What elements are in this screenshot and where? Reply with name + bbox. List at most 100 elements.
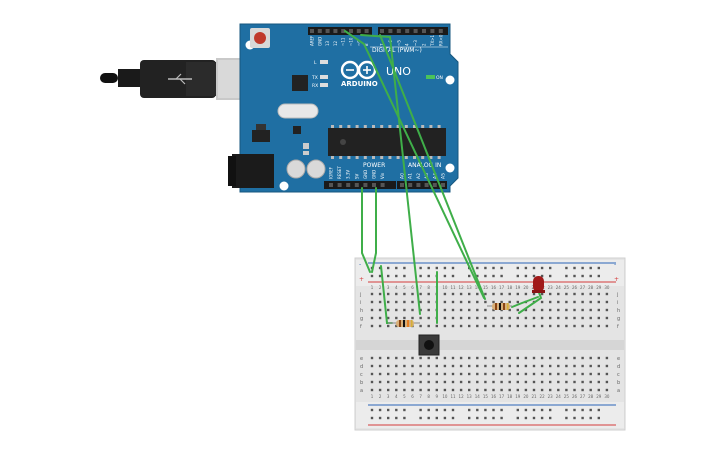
breadboard-hole[interactable]: [492, 316, 495, 320]
breadboard-hole[interactable]: [443, 364, 447, 368]
breadboard-hole[interactable]: [549, 316, 552, 320]
breadboard-hole[interactable]: [427, 324, 430, 328]
breadboard-hole[interactable]: [589, 300, 592, 304]
breadboard-hole[interactable]: [427, 292, 430, 296]
breadboard-hole[interactable]: [411, 300, 414, 304]
rail-hole[interactable]: [427, 408, 430, 412]
breadboard-hole[interactable]: [459, 356, 463, 360]
rail-hole[interactable]: [589, 416, 592, 420]
rail-hole[interactable]: [419, 416, 422, 420]
breadboard-hole[interactable]: [492, 292, 495, 296]
breadboard-hole[interactable]: [573, 316, 576, 320]
breadboard-hole[interactable]: [500, 388, 503, 392]
breadboard-hole[interactable]: [419, 316, 422, 320]
breadboard-hole[interactable]: [476, 300, 479, 304]
breadboard-hole[interactable]: [427, 300, 430, 304]
breadboard-hole[interactable]: [476, 380, 479, 384]
breadboard-hole[interactable]: [451, 324, 455, 328]
breadboard-hole[interactable]: [500, 372, 503, 376]
breadboard-hole[interactable]: [411, 372, 414, 376]
rail-hole[interactable]: [500, 416, 503, 420]
breadboard-hole[interactable]: [459, 364, 463, 368]
breadboard-hole[interactable]: [484, 300, 487, 304]
rail-hole[interactable]: [516, 408, 519, 412]
breadboard-hole[interactable]: [597, 356, 600, 360]
rail-hole[interactable]: [387, 274, 390, 278]
header-pin[interactable]: [356, 29, 361, 33]
breadboard-hole[interactable]: [468, 324, 471, 328]
wire-gnd[interactable]: [371, 187, 377, 273]
breadboard-hole[interactable]: [557, 316, 560, 320]
breadboard-hole[interactable]: [370, 388, 374, 392]
breadboard-hole[interactable]: [419, 292, 422, 296]
rail-hole[interactable]: [435, 266, 438, 270]
header-pin[interactable]: [317, 29, 322, 33]
breadboard-hole[interactable]: [459, 324, 463, 328]
rail-hole[interactable]: [370, 274, 374, 278]
breadboard-hole[interactable]: [427, 364, 430, 368]
rail-hole[interactable]: [589, 266, 592, 270]
breadboard-hole[interactable]: [589, 372, 592, 376]
breadboard-hole[interactable]: [605, 388, 609, 392]
breadboard-hole[interactable]: [395, 372, 398, 376]
resistor-button[interactable]: [388, 320, 420, 327]
header-pin[interactable]: [413, 29, 418, 33]
breadboard-hole[interactable]: [378, 324, 382, 328]
breadboard-hole[interactable]: [370, 372, 374, 376]
header-pin[interactable]: [408, 183, 413, 187]
breadboard-hole[interactable]: [403, 372, 406, 376]
breadboard-hole[interactable]: [605, 380, 609, 384]
breadboard-hole[interactable]: [484, 292, 487, 296]
breadboard-hole[interactable]: [468, 380, 471, 384]
breadboard-hole[interactable]: [387, 324, 390, 328]
breadboard-hole[interactable]: [484, 324, 487, 328]
rail-hole[interactable]: [492, 416, 495, 420]
breadboard-hole[interactable]: [411, 364, 414, 368]
rail-hole[interactable]: [403, 408, 406, 412]
rail-hole[interactable]: [597, 416, 600, 420]
breadboard-hole[interactable]: [484, 380, 487, 384]
breadboard-hole[interactable]: [605, 300, 609, 304]
rail-hole[interactable]: [532, 408, 536, 412]
rail-hole[interactable]: [484, 408, 487, 412]
breadboard-hole[interactable]: [573, 356, 576, 360]
breadboard-hole[interactable]: [476, 324, 479, 328]
breadboard-hole[interactable]: [459, 388, 463, 392]
header-pin[interactable]: [396, 29, 401, 33]
breadboard-hole[interactable]: [516, 372, 519, 376]
breadboard-hole[interactable]: [403, 308, 406, 312]
rail-hole[interactable]: [484, 274, 487, 278]
breadboard-hole[interactable]: [516, 388, 519, 392]
breadboard-hole[interactable]: [427, 380, 430, 384]
breadboard-hole[interactable]: [378, 372, 382, 376]
header-pin[interactable]: [354, 183, 359, 187]
rail-hole[interactable]: [435, 408, 438, 412]
breadboard-hole[interactable]: [524, 292, 528, 296]
breadboard-hole[interactable]: [565, 356, 568, 360]
breadboard-hole[interactable]: [387, 356, 390, 360]
rail-hole[interactable]: [589, 274, 592, 278]
breadboard-hole[interactable]: [597, 364, 600, 368]
rail-hole[interactable]: [427, 274, 430, 278]
breadboard-hole[interactable]: [540, 292, 544, 296]
header-pin[interactable]: [364, 29, 369, 33]
rail-hole[interactable]: [573, 408, 576, 412]
breadboard-hole[interactable]: [451, 316, 455, 320]
breadboard-hole[interactable]: [468, 364, 471, 368]
rail-hole[interactable]: [443, 266, 447, 270]
breadboard-hole[interactable]: [468, 292, 471, 296]
breadboard-hole[interactable]: [395, 324, 398, 328]
rail-hole[interactable]: [540, 408, 544, 412]
breadboard-hole[interactable]: [581, 292, 584, 296]
breadboard-hole[interactable]: [500, 364, 503, 368]
header-pin[interactable]: [441, 183, 445, 187]
wire-pin-13[interactable]: [344, 30, 485, 299]
breadboard-hole[interactable]: [476, 308, 479, 312]
breadboard-hole[interactable]: [524, 308, 528, 312]
breadboard-hole[interactable]: [435, 324, 438, 328]
breadboard-hole[interactable]: [370, 308, 374, 312]
rail-hole[interactable]: [476, 416, 479, 420]
rail-hole[interactable]: [468, 416, 471, 420]
header-pin[interactable]: [400, 183, 404, 187]
